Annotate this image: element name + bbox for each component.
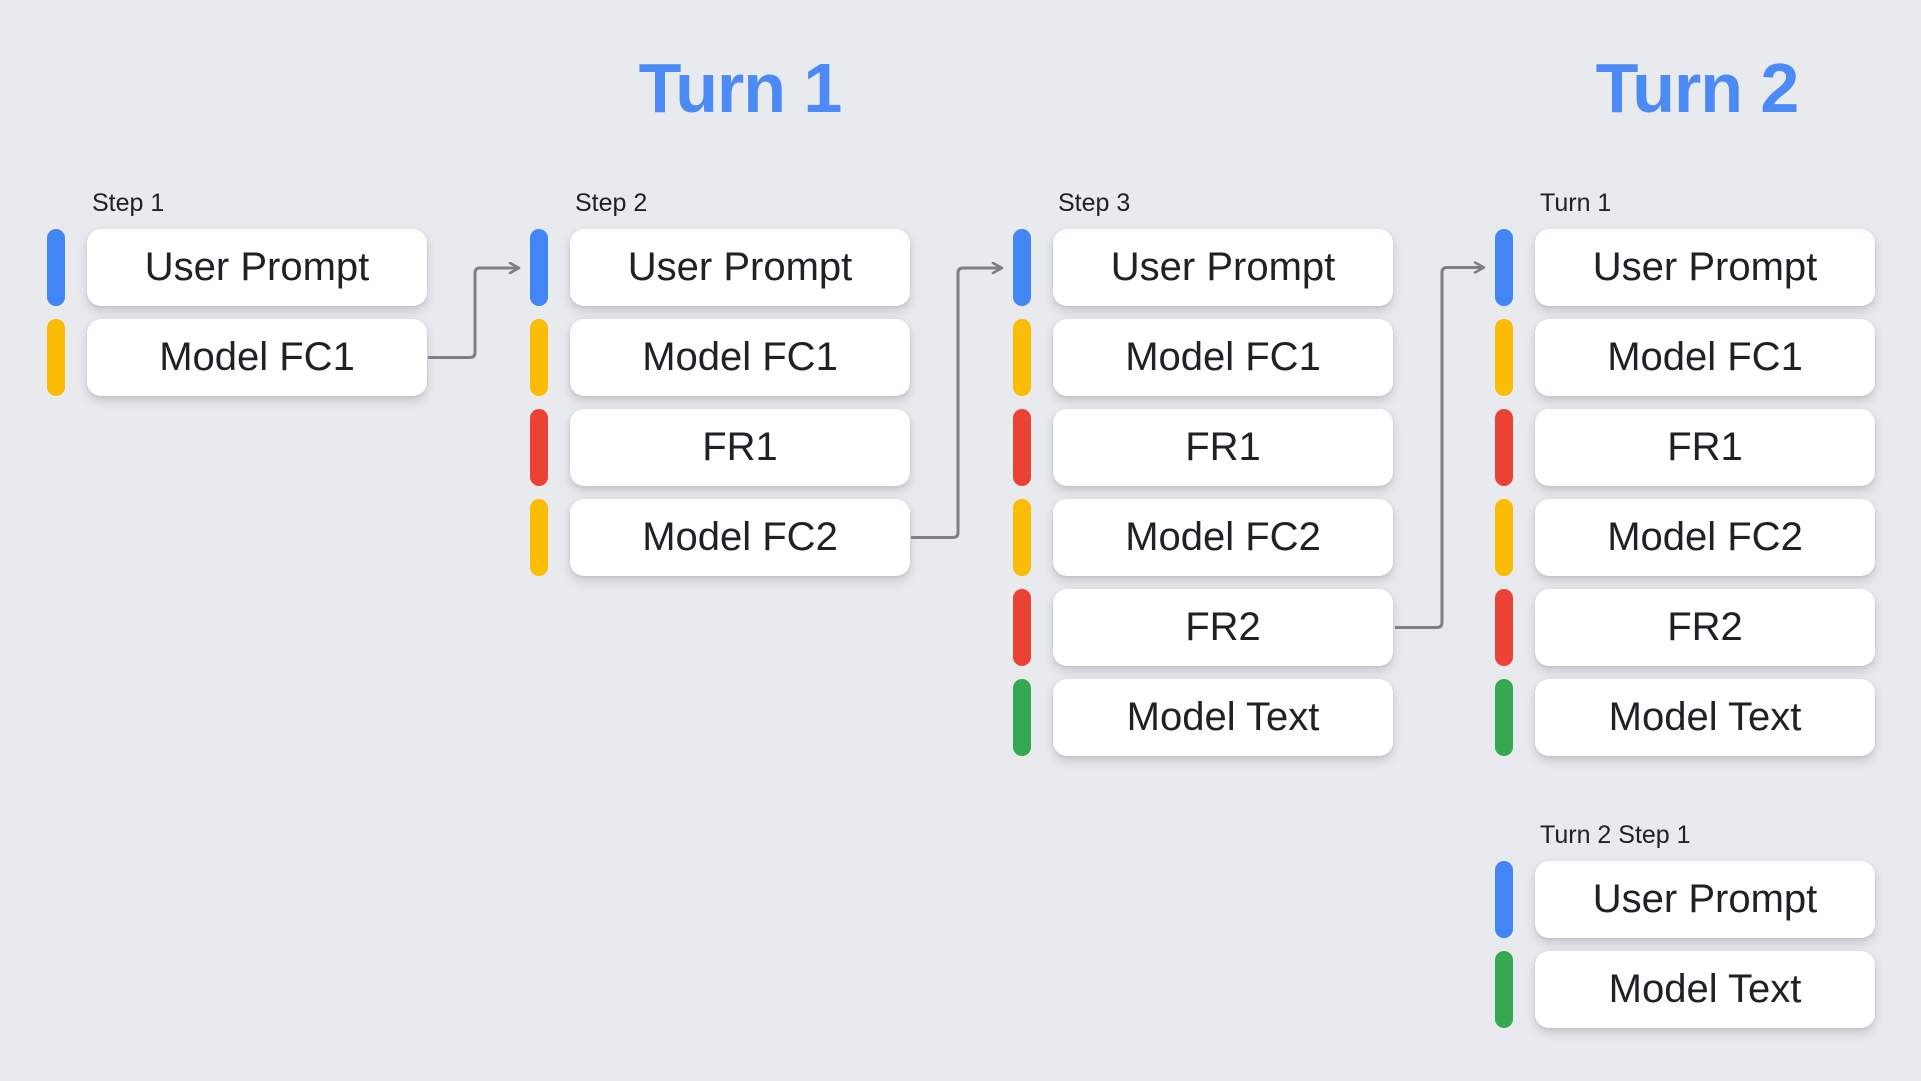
- row-model-text: Model Text: [1013, 679, 1393, 756]
- arrow-step3-to-turn1: [1395, 268, 1484, 629]
- card-label: FR1: [1185, 425, 1261, 469]
- column-label: Step 3: [1058, 189, 1131, 217]
- row-model-fc2: Model FC2: [530, 499, 910, 576]
- card-label: User Prompt: [1110, 245, 1336, 289]
- card-label: Model FC2: [642, 515, 838, 559]
- user-prompt-card: User Prompt: [570, 229, 910, 306]
- card-label: Model FC1: [159, 335, 355, 379]
- column-label: Step 2: [575, 189, 648, 217]
- user-prompt-card: User Prompt: [1535, 861, 1875, 938]
- row-model-fc1: Model FC1: [1013, 319, 1393, 396]
- model-fc-card: Model FC1: [1053, 319, 1393, 396]
- card-label: Model FC2: [1125, 515, 1321, 559]
- user-prompt-bar: [530, 229, 548, 306]
- function-response-card: FR1: [570, 409, 910, 486]
- turn1-title: Turn 1: [638, 49, 843, 127]
- model-text-bar: [1495, 679, 1513, 756]
- column-turn1-history: Turn 1 User Prompt Model FC1 FR1 Model F…: [1495, 190, 1875, 769]
- row-fr1: FR1: [530, 409, 910, 486]
- row-user-prompt: User Prompt: [47, 229, 427, 306]
- model-fc-bar: [1013, 319, 1031, 396]
- card-label: FR2: [1667, 605, 1743, 649]
- row-model-fc1: Model FC1: [530, 319, 910, 396]
- card-label: FR1: [1667, 425, 1743, 469]
- model-fc-bar: [1495, 499, 1513, 576]
- column-label: Turn 1: [1540, 189, 1612, 217]
- model-fc-card: Model FC1: [1535, 319, 1875, 396]
- card-label: Model FC2: [1607, 515, 1803, 559]
- model-fc-bar: [530, 319, 548, 396]
- function-response-bar: [1013, 589, 1031, 666]
- turn2-title: Turn 2: [1595, 49, 1800, 127]
- row-fr2: FR2: [1495, 589, 1875, 666]
- column-label: Step 1: [92, 189, 165, 217]
- row-fr1: FR1: [1495, 409, 1875, 486]
- card-label: User Prompt: [144, 245, 370, 289]
- model-fc-bar: [1013, 499, 1031, 576]
- arrow-step2-to-step3: [911, 268, 1002, 539]
- card-label: Model FC1: [1125, 335, 1321, 379]
- user-prompt-card: User Prompt: [87, 229, 427, 306]
- row-model-text: Model Text: [1495, 679, 1875, 756]
- card-label: Model Text: [1608, 967, 1802, 1011]
- function-response-bar: [530, 409, 548, 486]
- model-text-bar: [1495, 951, 1513, 1028]
- row-model-fc2: Model FC2: [1495, 499, 1875, 576]
- user-prompt-bar: [1495, 229, 1513, 306]
- arrow-step1-to-step2: [428, 268, 519, 359]
- column-step1: Step 1 User Prompt Model FC1: [47, 190, 427, 409]
- card-label: Model FC1: [1607, 335, 1803, 379]
- model-fc-card: Model FC1: [570, 319, 910, 396]
- model-fc-card: Model FC2: [1053, 499, 1393, 576]
- model-text-card: Model Text: [1535, 679, 1875, 756]
- function-response-bar: [1013, 409, 1031, 486]
- card-label: FR2: [1185, 605, 1261, 649]
- function-response-card: FR1: [1053, 409, 1393, 486]
- function-response-card: FR1: [1535, 409, 1875, 486]
- row-model-fc1: Model FC1: [47, 319, 427, 396]
- row-fr1: FR1: [1013, 409, 1393, 486]
- model-fc-card: Model FC2: [1535, 499, 1875, 576]
- card-label: User Prompt: [627, 245, 853, 289]
- model-fc-card: Model FC1: [87, 319, 427, 396]
- function-response-card: FR2: [1053, 589, 1393, 666]
- row-model-text: Model Text: [1495, 951, 1875, 1028]
- card-label: Model Text: [1126, 695, 1320, 739]
- card-label: Model FC1: [642, 335, 838, 379]
- user-prompt-bar: [1495, 861, 1513, 938]
- card-label: User Prompt: [1592, 245, 1818, 289]
- user-prompt-card: User Prompt: [1535, 229, 1875, 306]
- row-user-prompt: User Prompt: [1495, 861, 1875, 938]
- model-text-bar: [1013, 679, 1031, 756]
- row-model-fc2: Model FC2: [1013, 499, 1393, 576]
- card-label: FR1: [702, 425, 778, 469]
- model-fc-card: Model FC2: [570, 499, 910, 576]
- column-label: Turn 2 Step 1: [1540, 821, 1691, 849]
- function-response-bar: [1495, 589, 1513, 666]
- row-user-prompt: User Prompt: [1013, 229, 1393, 306]
- card-label: User Prompt: [1592, 877, 1818, 921]
- user-prompt-bar: [47, 229, 65, 306]
- row-model-fc1: Model FC1: [1495, 319, 1875, 396]
- model-text-card: Model Text: [1053, 679, 1393, 756]
- function-response-bar: [1495, 409, 1513, 486]
- model-text-card: Model Text: [1535, 951, 1875, 1028]
- column-turn2-step1: Turn 2 Step 1 User Prompt Model Text: [1495, 822, 1875, 1041]
- model-fc-bar: [530, 499, 548, 576]
- user-prompt-bar: [1013, 229, 1031, 306]
- row-user-prompt: User Prompt: [1495, 229, 1875, 306]
- row-fr2: FR2: [1013, 589, 1393, 666]
- function-response-card: FR2: [1535, 589, 1875, 666]
- model-fc-bar: [47, 319, 65, 396]
- row-user-prompt: User Prompt: [530, 229, 910, 306]
- column-step2: Step 2 User Prompt Model FC1 FR1 Model F…: [530, 190, 910, 589]
- card-label: Model Text: [1608, 695, 1802, 739]
- model-fc-bar: [1495, 319, 1513, 396]
- column-step3: Step 3 User Prompt Model FC1 FR1 Model F…: [1013, 190, 1393, 769]
- user-prompt-card: User Prompt: [1053, 229, 1393, 306]
